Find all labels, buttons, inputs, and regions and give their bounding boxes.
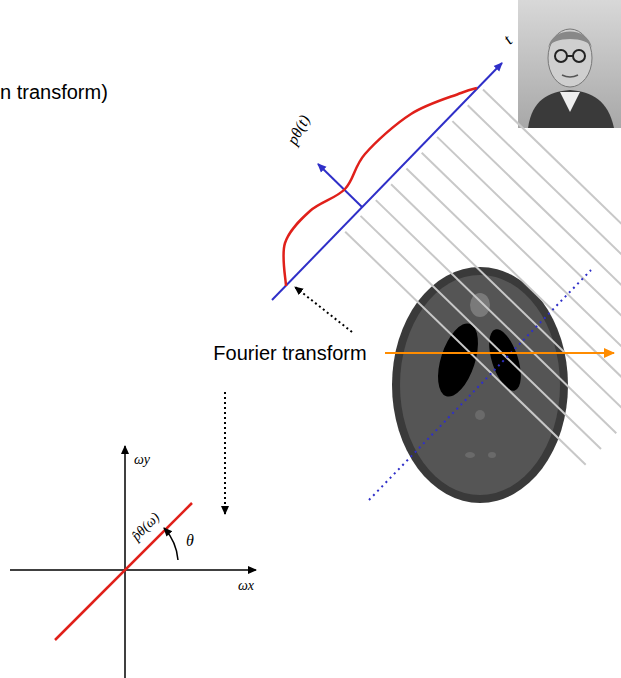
angle-label: θ	[186, 532, 194, 550]
axis-label: t	[500, 32, 517, 49]
dotted-arrow	[295, 287, 352, 332]
slice-label: p̂θ(ω)	[129, 510, 163, 544]
angle-arc	[164, 528, 178, 560]
ray-line	[345, 232, 586, 465]
ray-line	[376, 200, 617, 433]
projection-label: pθ(t)	[283, 112, 313, 148]
transform-label: Fourier transform	[213, 342, 366, 364]
projection-rays	[345, 90, 621, 465]
t-axis	[272, 63, 502, 300]
axis-label: ωx	[238, 578, 254, 593]
dotted-axis	[369, 270, 591, 500]
title-fragment: n transform)	[0, 81, 108, 103]
wy-axis	[124, 446, 126, 678]
portrait-photo	[518, 0, 621, 128]
ray-line	[452, 121, 621, 354]
ray-line	[483, 90, 621, 323]
ray-line	[468, 105, 621, 338]
dotted-arrow	[224, 392, 226, 514]
wx-axis	[10, 569, 256, 571]
axis-label: ωy	[134, 452, 150, 467]
projection-curve	[283, 88, 477, 286]
ray-line	[361, 216, 602, 449]
slice-line	[55, 503, 192, 640]
orange-arrow	[385, 352, 614, 354]
